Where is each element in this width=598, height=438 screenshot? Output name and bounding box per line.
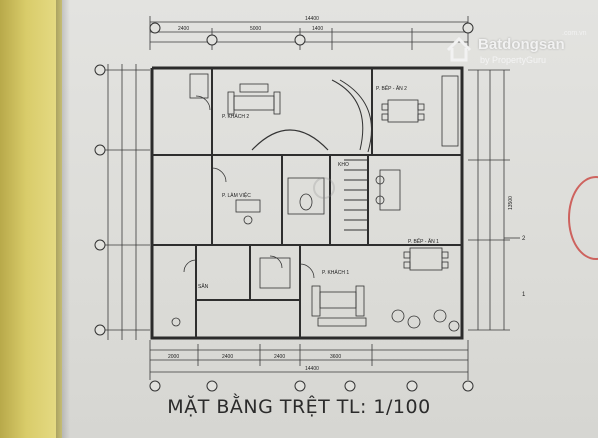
dim-top-left: 2400 — [178, 26, 189, 32]
room-label-khach-1: P. KHÁCH 1 — [322, 269, 349, 276]
room-label-bep-an-2: P. BẾP - ĂN 2 — [376, 85, 407, 92]
room-label-kho: KHO — [338, 162, 349, 168]
dim-right-total: 13500 — [508, 196, 514, 210]
inner-walls — [152, 68, 462, 338]
curved-arch — [251, 129, 329, 151]
door-swings — [183, 95, 315, 279]
furniture-bep-an-1 — [379, 169, 449, 271]
right-dimension-lines — [468, 69, 520, 331]
dim-top-b: 5000 — [250, 26, 261, 32]
fold-shadow — [56, 0, 70, 438]
room-label-san: SÂN — [198, 283, 209, 290]
house-logo-icon — [446, 36, 472, 62]
staircase — [331, 79, 372, 231]
furniture-khach-2 — [227, 83, 281, 115]
watermark-domain: .com.vn — [562, 30, 587, 37]
watermark-by: by PropertyGuru — [480, 55, 547, 65]
outer-walls — [150, 66, 464, 340]
dim-bottom-b: 2400 — [222, 354, 233, 360]
toilet-block — [189, 73, 325, 289]
axis-mark-1: 1 — [522, 292, 526, 298]
center-watermark — [313, 177, 335, 199]
axis-bubbles — [94, 22, 474, 392]
dim-bottom-a: 2000 — [168, 354, 179, 360]
furniture-bep-an-2 — [381, 75, 459, 147]
room-label-khach-2: P. KHÁCH 2 — [222, 113, 249, 120]
dim-bottom-total: 14400 — [305, 366, 319, 372]
axis-mark-2: 2 — [522, 236, 526, 242]
plants — [171, 175, 460, 332]
dim-bottom-c: 2400 — [274, 354, 285, 360]
bottom-dimension-lines — [149, 340, 469, 380]
room-label-lam-viec: P. LÀM VIỆC — [222, 191, 251, 199]
dim-top-total: 14400 — [305, 16, 319, 22]
drawing-title: MẶT BẰNG TRỆT TL: 1/100 — [167, 396, 431, 418]
watermark: Batdongsan .com.vn by PropertyGuru — [444, 30, 587, 70]
furniture-khach-1 — [311, 285, 367, 327]
dim-bottom-d: 3600 — [330, 354, 341, 360]
watermark-brand: Batdongsan — [478, 36, 565, 53]
left-dimension-lines — [100, 64, 150, 340]
yellow-paper-edge — [0, 0, 66, 438]
dim-top-c: 1400 — [312, 26, 323, 32]
furniture-lam-viec — [235, 199, 261, 225]
room-label-bep-an-1: P. BẾP - ĂN 1 — [408, 238, 439, 245]
top-dimension-lines — [149, 16, 469, 50]
